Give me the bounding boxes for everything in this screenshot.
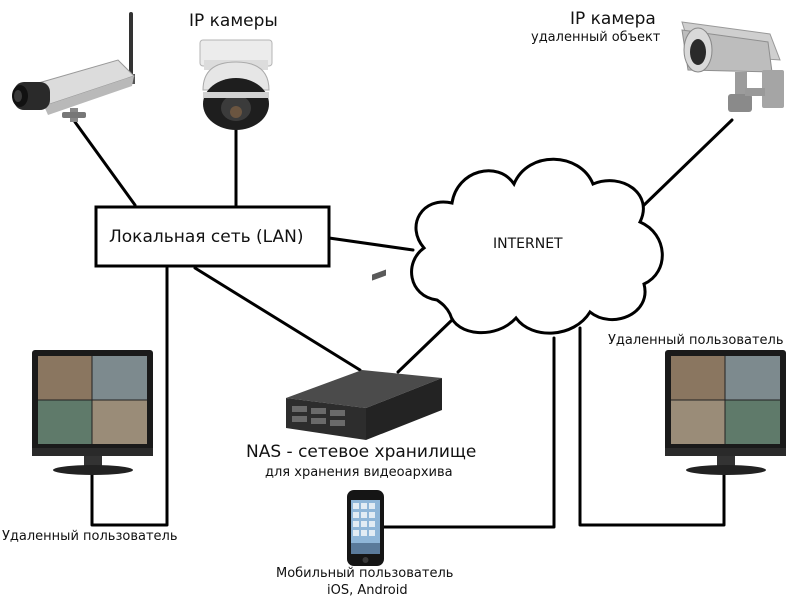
line-lan-to-internet (327, 236, 415, 252)
mobile-os-label: iOS, Android (327, 583, 408, 598)
cloud-icon (410, 157, 664, 335)
lan-box (94, 205, 331, 268)
line-wifi-camera-to-lan (73, 120, 137, 207)
remote-user-left-label: Удаленный пользователь (2, 529, 178, 544)
mobile-user-label: Мобильный пользователь (276, 566, 454, 581)
bullet-camera-icon (681, 21, 784, 112)
nas-title: NAS - сетевое хранилище (246, 442, 477, 462)
nas-subtitle: для хранения видеоархива (265, 465, 453, 480)
internet-label: INTERNET (493, 236, 563, 252)
monitor-icon (665, 350, 786, 475)
dome-camera-icon (199, 39, 273, 130)
connection-lines (73, 118, 734, 529)
line-lan-to-left-user (90, 266, 169, 527)
smartphone-icon (347, 490, 384, 566)
ip-camera-remote-title: IP камера (570, 9, 656, 29)
line-internet-to-nas (396, 318, 454, 374)
wifi-ip-camera-icon (12, 12, 135, 122)
lan-label: Локальная сеть (LAN) (109, 227, 304, 247)
ip-cameras-label: IP камеры (189, 11, 278, 31)
nas-server-icon (286, 269, 442, 440)
line-bullet-camera-to-internet (639, 118, 734, 210)
line-internet-to-mobile (382, 336, 556, 529)
monitor-icon (32, 350, 153, 475)
line-internet-to-right-user (578, 326, 726, 527)
line-lan-to-nas (193, 266, 362, 372)
ip-camera-remote-subtitle: удаленный объект (531, 30, 661, 45)
remote-user-right-label: Удаленный пользователь (608, 333, 784, 348)
